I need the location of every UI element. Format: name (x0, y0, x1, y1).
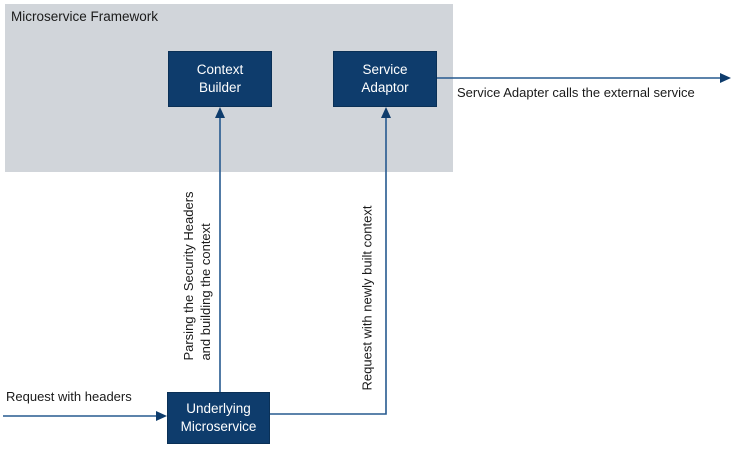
newly-built-context-label: Request with newly built context (359, 205, 375, 391)
request-arrowhead-icon (156, 411, 167, 421)
service-adaptor-node: Service Adaptor (333, 51, 437, 107)
request-with-headers-label: Request with headers (6, 389, 132, 404)
context-builder-node: Context Builder (168, 51, 272, 107)
parsing-security-headers-label: Parsing the Security Headers and buildin… (181, 191, 213, 361)
external-service-call-label: Service Adapter calls the external servi… (457, 85, 695, 100)
external-arrowhead-icon (720, 73, 731, 83)
underlying-microservice-node: Underlying Microservice (167, 392, 270, 444)
framework-title: Microservice Framework (11, 9, 159, 24)
